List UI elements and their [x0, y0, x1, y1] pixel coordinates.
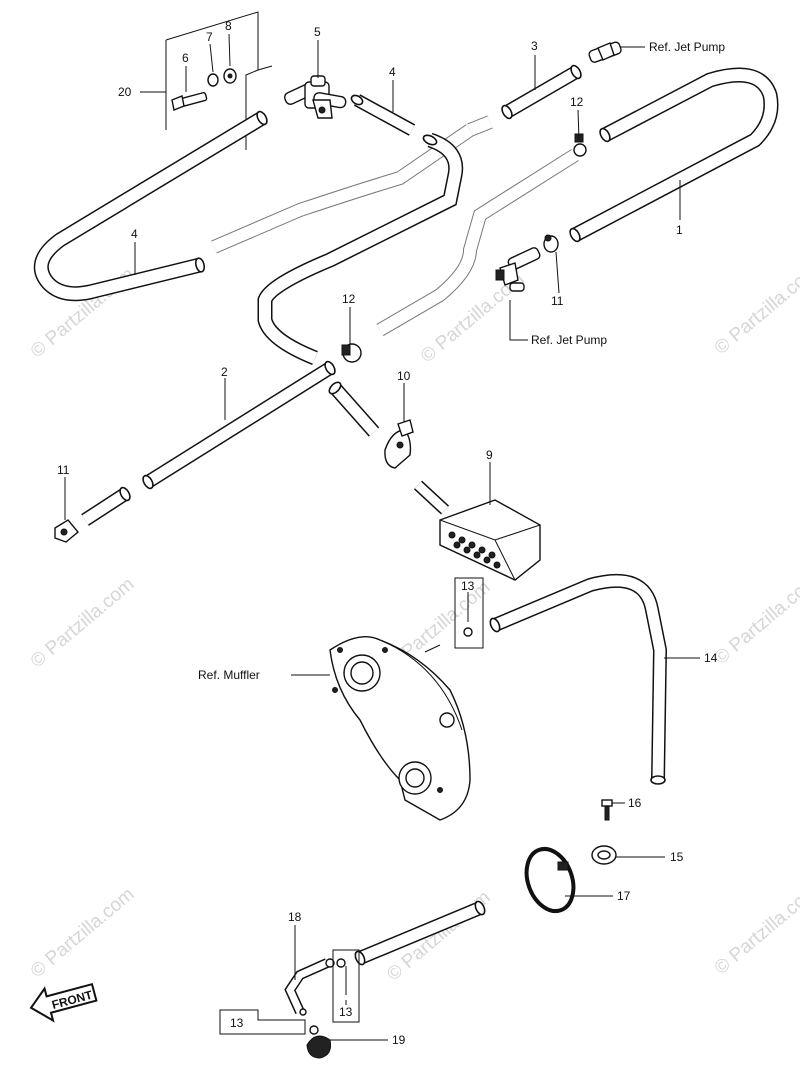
callout-15: 15	[670, 850, 684, 864]
clamp-11-right	[543, 234, 559, 253]
callout-5: 5	[314, 25, 321, 39]
part-9-box	[413, 480, 541, 581]
clamp-11-left	[54, 519, 79, 543]
hose-faint-right	[376, 149, 579, 337]
reference-labels: Ref. Jet Pump Ref. Jet Pump Ref. Muffler	[198, 40, 725, 682]
part-18-tube	[284, 958, 335, 1015]
part-5-fitting	[283, 75, 347, 119]
callout-19: 19	[392, 1033, 406, 1047]
front-arrow: FRONT	[29, 982, 98, 1023]
hose-lower-long	[354, 900, 486, 966]
callout-12-right: 12	[570, 95, 584, 109]
callout-11-right: 11	[551, 294, 564, 308]
callout-8: 8	[225, 19, 232, 33]
clamp-12-right	[573, 133, 587, 157]
part-13-lower-a	[332, 949, 360, 1023]
callout-1: 1	[676, 223, 683, 237]
part-13-upper	[454, 577, 484, 649]
callout-4-left: 4	[131, 227, 138, 241]
ref-jet-pump-mid: Ref. Jet Pump	[531, 333, 607, 347]
part-15-clamp	[591, 845, 617, 865]
callout-4-top: 4	[389, 65, 396, 79]
watermark-left-middle: © Partzilla.com	[27, 574, 139, 672]
hose-2	[142, 360, 336, 490]
watermark-right-upper: © Partzilla.com	[711, 261, 800, 359]
watermark-right-lower: © Partzilla.com	[711, 881, 800, 979]
watermark-right-middle: © Partzilla.com	[711, 571, 800, 669]
hose-1-right-loop	[569, 67, 779, 243]
jet-pump-fitting-mid	[495, 247, 541, 292]
callout-9: 9	[486, 448, 493, 462]
hose-short-center	[328, 381, 380, 437]
callout-17: 17	[617, 889, 631, 903]
callout-13-lower-left: 13	[230, 1016, 244, 1030]
callout-13-upper: 13	[461, 579, 475, 593]
hose-center-serpentine	[257, 132, 464, 365]
hose-faint-center	[211, 115, 493, 254]
callout-6: 6	[182, 51, 189, 65]
hose-14	[489, 573, 668, 785]
watermarks: © Partzilla.com © Partzilla.com © Partzi…	[27, 261, 800, 986]
callout-12-center: 12	[342, 292, 356, 306]
part-19-cap	[306, 1025, 331, 1059]
hose-4-short	[350, 94, 416, 136]
ref-jet-pump-top: Ref. Jet Pump	[649, 40, 725, 54]
callout-16: 16	[628, 796, 642, 810]
box-vent-holes	[448, 531, 501, 569]
hose-4-left-loop	[33, 110, 268, 302]
ref-muffler: Ref. Muffler	[198, 668, 260, 682]
callout-2: 2	[221, 365, 228, 379]
callout-20: 20	[118, 85, 132, 99]
hose-3	[501, 64, 582, 120]
hose-short-left	[81, 486, 131, 526]
hardware-group-bracket	[165, 11, 273, 150]
callout-3: 3	[531, 39, 538, 53]
callout-14: 14	[704, 651, 718, 665]
callout-13-lower-right: 13	[339, 1005, 353, 1019]
hardware-6-7-8-20	[171, 68, 237, 111]
callout-7: 7	[206, 30, 213, 44]
part-13-lower-b	[219, 1008, 307, 1035]
jet-pump-fitting-top	[588, 41, 622, 63]
callout-18: 18	[288, 910, 302, 924]
callout-11-left: 11	[57, 463, 70, 477]
part-10-fitting	[384, 419, 414, 469]
watermark-left-lower: © Partzilla.com	[27, 884, 139, 982]
muffler	[329, 636, 471, 821]
callout-10: 10	[397, 369, 411, 383]
part-17-band-clamp	[524, 847, 576, 913]
part-16-bolt	[601, 799, 613, 821]
leader-lines	[64, 33, 700, 1041]
callout-numbers: 1 2 3 4 4 5 6 7 8 9 10 11 11 12 12 13 13…	[57, 19, 718, 1047]
clamp-12-center	[341, 343, 362, 363]
